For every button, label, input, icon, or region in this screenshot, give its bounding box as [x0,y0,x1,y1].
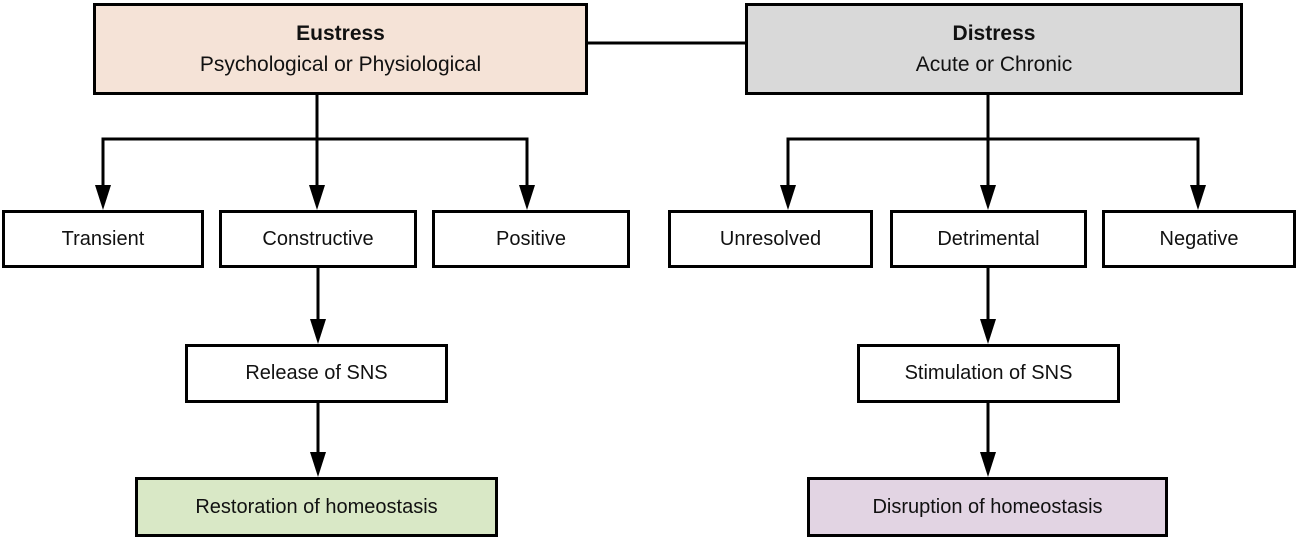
edge-eustress-transient-arrowhead [95,185,111,210]
node-positive: Positive [432,210,630,268]
node-eustress-subtitle: Psychological or Physiological [199,53,482,76]
edge-distress-detrimental-arrowhead [980,185,996,210]
node-unresolved-label: Unresolved [719,227,822,250]
node-negative-label: Negative [1159,227,1239,250]
node-unresolved: Unresolved [668,210,873,268]
node-release-sns-label: Release of SNS [245,362,388,384]
node-disruption-label: Disruption of homeostasis [872,495,1103,518]
node-release-sns: Release of SNS [185,344,448,403]
node-detrimental-label: Detrimental [937,227,1040,250]
node-restoration-label: Restoration of homeostasis [195,495,438,518]
edge-release-restoration-arrowhead [310,452,326,477]
node-eustress-title: Eustress [296,21,385,45]
node-constructive-label: Constructive [262,227,374,250]
edge-detrimental-stimulation-arrowhead [980,319,996,344]
edge-stimulation-disruption-arrowhead [980,452,996,477]
node-stimulation-sns-label: Stimulation of SNS [904,362,1073,384]
node-disruption: Disruption of homeostasis [807,477,1168,537]
node-constructive: Constructive [219,210,417,268]
node-distress: Distress Acute or Chronic [745,3,1243,95]
node-restoration: Restoration of homeostasis [135,477,498,537]
edge-constructive-release-arrowhead [310,319,326,344]
node-transient-label: Transient [61,227,145,250]
node-distress-subtitle: Acute or Chronic [915,53,1073,76]
node-negative: Negative [1102,210,1296,268]
edge-distress-negative-arrowhead [1190,185,1206,210]
edge-eustress-constructive-arrowhead [309,185,325,210]
node-positive-label: Positive [495,227,567,250]
node-eustress: Eustress Psychological or Physiological [93,3,588,95]
node-transient: Transient [2,210,204,268]
edge-eustress-positive-arrowhead [519,185,535,210]
node-distress-title: Distress [952,21,1036,45]
node-detrimental: Detrimental [890,210,1087,268]
node-stimulation-sns: Stimulation of SNS [857,344,1120,403]
edge-distress-unresolved-arrowhead [780,185,796,210]
